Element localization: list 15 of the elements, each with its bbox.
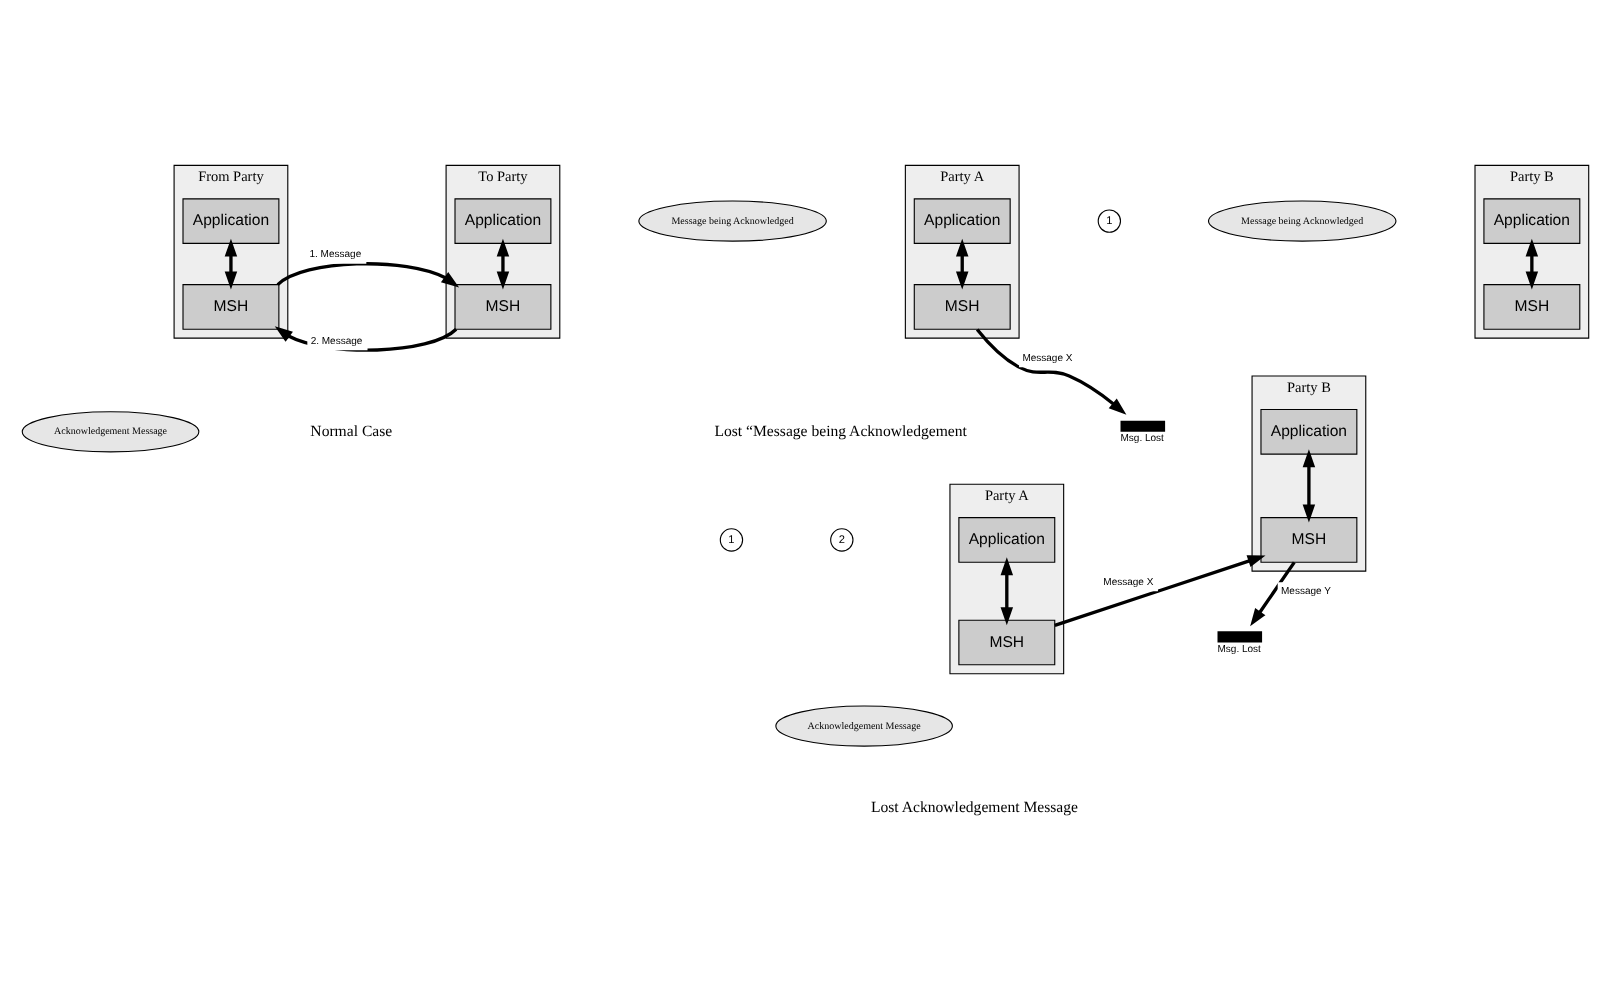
arrow: [975, 328, 1127, 415]
label: Normal Case: [310, 421, 393, 440]
arrow: [955, 238, 969, 290]
label: Lost “Message being Acknowledgement: [714, 421, 967, 440]
arrow: [1000, 557, 1014, 626]
node-cross: [1120, 420, 1166, 432]
arrow: [224, 238, 238, 290]
arrow: [1054, 555, 1266, 627]
node-cross: [1217, 631, 1263, 643]
arrow: [1302, 449, 1316, 523]
arrow: [1525, 238, 1539, 290]
arrow: [276, 262, 460, 288]
label: Lost Acknowledgement Message: [870, 797, 1078, 816]
arrow: [1250, 561, 1296, 627]
arrow: [496, 238, 510, 290]
